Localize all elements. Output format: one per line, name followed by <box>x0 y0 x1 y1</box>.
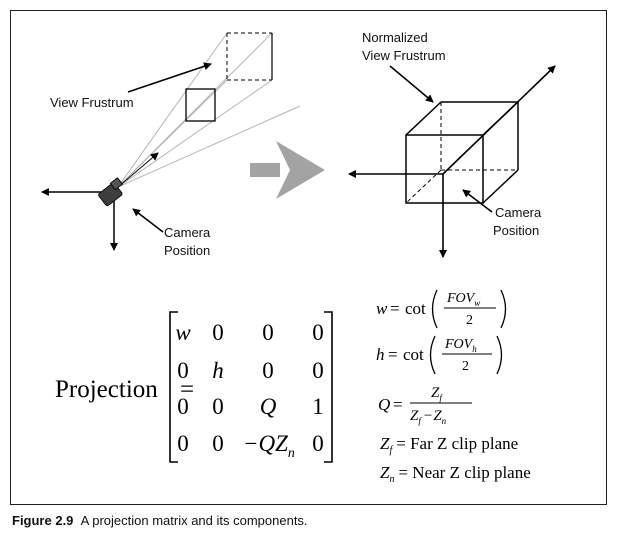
q-numerator: Zf <box>431 385 443 403</box>
w-definition: w = cot FOVw 2 <box>376 289 507 329</box>
frustum-rays <box>117 32 301 188</box>
camera-label-left-line2: Position <box>164 243 210 258</box>
figure-caption: Figure 2.9 A projection matrix and its c… <box>12 513 308 528</box>
transform-arrow-icon <box>250 141 325 199</box>
camera-label-left-line1: Camera <box>164 225 211 240</box>
matrix-cell-r3c1: 0 <box>177 394 189 419</box>
h-denominator: 2 <box>462 359 469 374</box>
forward-arrow <box>117 152 159 188</box>
camera-icon <box>98 177 124 207</box>
h-right-paren <box>496 335 503 375</box>
matrix-cell-r4c4: 0 <box>312 431 324 456</box>
normalized-cube-diagram: Normalized View Frustrum Camera Position <box>348 30 556 258</box>
w-left-paren <box>431 289 438 329</box>
figure-caption-text: A projection matrix and its components. <box>80 513 308 528</box>
matrix-cell-r1c3: 0 <box>262 320 274 345</box>
w-fov-numerator: FOVw <box>446 291 480 308</box>
left-frustum-diagram: View Frustrum Camera Position <box>41 32 301 258</box>
h-definition: h = cot FOVh 2 <box>376 335 503 375</box>
matrix-cell-r1c4: 0 <box>312 320 324 345</box>
matrix-cell-r2c2: h <box>212 358 224 383</box>
normalized-label-line1: Normalized <box>362 30 428 45</box>
matrix-cell-r4c1: 0 <box>177 431 189 456</box>
matrix-cell-r2c3: 0 <box>262 358 274 383</box>
ndc-z-axis <box>442 65 556 175</box>
w-denominator: 2 <box>466 313 473 328</box>
near-plane <box>185 88 216 122</box>
matrix-cell-r3c4: 1 <box>312 394 324 419</box>
zf-definition: Zf= Far Z clip plane <box>380 434 518 456</box>
matrix-cell-r1c1: w <box>175 320 191 345</box>
matrix-cell-r2c1: 0 <box>177 358 189 383</box>
matrix-equals: = <box>180 376 194 403</box>
matrix-cell-r1c2: 0 <box>212 320 224 345</box>
normalized-pointer <box>389 65 434 103</box>
matrix-lhs-label: Projection <box>55 376 158 403</box>
zn-definition: Zn= Near Z clip plane <box>380 463 531 485</box>
q-symbol: Q <box>378 395 390 414</box>
matrix-left-bracket <box>169 311 178 463</box>
camera-pointer-left <box>132 208 164 233</box>
w-cot: cot <box>405 299 426 318</box>
h-symbol: h <box>376 345 385 364</box>
h-fov-numerator: FOVh <box>444 337 477 354</box>
far-plane <box>226 32 273 81</box>
matrix-cell-r4c3: −QZn <box>243 431 295 461</box>
definitions: w = cot FOVw 2 h = cot FOVh 2 Q = Zf Zf−… <box>376 289 531 485</box>
projection-matrix: Projection = w 0 0 0 0 h 0 0 0 0 Q 1 0 0… <box>55 311 333 463</box>
cube-hidden-edges <box>405 102 518 204</box>
w-right-paren <box>500 289 507 329</box>
h-cot: cot <box>403 345 424 364</box>
camera-pointer-right <box>462 189 493 213</box>
w-symbol: w <box>376 299 388 318</box>
normalized-label-line2: View Frustrum <box>362 48 446 63</box>
matrix-cell-r4c2: 0 <box>212 431 224 456</box>
w-equals: = <box>390 299 400 318</box>
view-frustum-pointer <box>127 62 212 93</box>
camera-label-right-line2: Position <box>493 223 539 238</box>
h-left-paren <box>429 335 436 375</box>
figure-number: Figure 2.9 <box>12 513 74 528</box>
q-equals: = <box>393 395 403 414</box>
matrix-cell-r3c3: Q <box>260 394 277 419</box>
q-denominator: Zf−Zn <box>410 408 447 426</box>
h-equals: = <box>388 345 398 364</box>
q-definition: Q = Zf Zf−Zn <box>378 385 472 426</box>
matrix-right-bracket <box>324 311 333 463</box>
matrix-cell-r3c2: 0 <box>212 394 224 419</box>
camera-label-right-line1: Camera <box>495 205 542 220</box>
figure-frame <box>10 10 607 505</box>
matrix-cell-r2c4: 0 <box>312 358 324 383</box>
view-frustum-label: View Frustrum <box>50 95 134 110</box>
